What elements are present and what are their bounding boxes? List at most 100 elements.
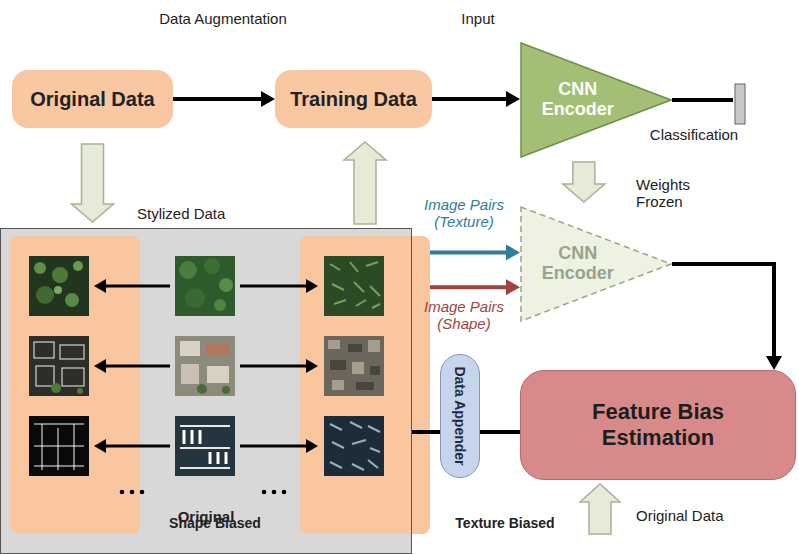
arrow-head <box>506 279 520 295</box>
stylize-arrows-part <box>306 359 318 373</box>
vegetation-shape-image-part <box>65 293 79 307</box>
buildings-original-image-part <box>206 343 230 356</box>
buildings-texture-image-part <box>328 340 340 349</box>
harbor-original-image <box>175 416 235 476</box>
buildings-texture-image-part <box>352 362 364 374</box>
classification-output-part <box>735 84 745 124</box>
ellipsis-dots-part <box>282 490 287 495</box>
connector <box>344 142 386 224</box>
harbor-original-image-part <box>175 416 235 476</box>
arrow-head <box>506 91 520 107</box>
vegetation-shape-image-part <box>36 286 54 304</box>
node-label: Original Data <box>30 88 154 111</box>
vegetation-shape-image-part <box>34 262 46 274</box>
triangle-text-area: CNN Encoder <box>526 206 629 322</box>
texture-biased-band: Texture Biased <box>300 236 430 534</box>
buildings-original-image-part <box>197 384 207 394</box>
edge-label: Stylized Data <box>137 205 257 222</box>
buildings-shape-image-part <box>77 388 83 394</box>
vegetation-texture-image-part <box>324 256 384 316</box>
connector-line <box>480 430 520 434</box>
arrow-head <box>261 91 275 107</box>
connector <box>72 144 114 222</box>
data-box: Training Data <box>275 70 432 128</box>
buildings-shape-image-part <box>51 383 61 393</box>
connector <box>430 244 520 260</box>
appender-pill: Data Appender <box>440 354 480 478</box>
node-label: CNN Encoder <box>526 80 629 120</box>
connector-line <box>430 250 506 254</box>
triangle-shape <box>521 207 671 321</box>
buildings-texture-image-part <box>332 380 344 390</box>
triangle-text-area: CNN Encoder <box>526 42 629 158</box>
node-label: Data Appender <box>452 366 468 465</box>
node-label: Texture Biased <box>450 515 560 531</box>
stylize-arrows <box>94 279 318 453</box>
vegetation-shape-image <box>29 256 89 316</box>
vegetation-original-image-part <box>185 288 205 308</box>
vegetation-original-image <box>175 256 235 316</box>
edge-label: Weights Frozen <box>636 176 708 210</box>
harbor-original-image-part <box>180 426 230 468</box>
buildings-texture-image-part <box>348 344 362 352</box>
estimation-box: Feature Bias Estimation <box>520 370 796 480</box>
ellipsis-dots-part <box>140 490 145 495</box>
connector-line <box>173 97 261 101</box>
buildings-shape-image-part <box>62 368 84 386</box>
harbor-original-image-part <box>184 430 226 464</box>
illustration-part <box>10 236 140 534</box>
illustration-part <box>300 236 430 534</box>
connector-line <box>412 430 440 434</box>
buildings-shape-image-part <box>36 366 54 386</box>
shape-biased-band: Shape Biased <box>10 236 140 534</box>
vegetation-shape-image-part <box>54 286 62 294</box>
connector <box>563 162 605 202</box>
buildings-texture-image-part <box>356 382 374 390</box>
vegetation-original-image-part <box>214 299 226 311</box>
stylize-arrows-part <box>94 439 106 453</box>
harbor-texture-image-part <box>330 422 380 470</box>
ellipsis-dots-part <box>272 490 277 495</box>
vegetation-texture-image-part <box>330 262 380 308</box>
buildings-texture-image-part <box>324 336 384 396</box>
buildings-shape-image-part <box>29 336 89 396</box>
buildings-original-image-part <box>180 341 200 356</box>
connector <box>432 91 520 107</box>
buildings-texture-image-part <box>330 360 346 370</box>
edge-label: Input <box>438 10 518 27</box>
classification-output-part <box>672 98 733 102</box>
connector <box>480 432 520 433</box>
ellipsis-dots-part <box>262 490 267 495</box>
block-arrow <box>72 144 114 222</box>
harbor-shape-image-part <box>29 416 89 476</box>
connector-line <box>672 264 774 356</box>
data-box: Original Data <box>12 70 173 128</box>
ellipsis-dots-part <box>120 490 125 495</box>
node-label: CNN Encoder <box>526 244 629 284</box>
buildings-texture-image-part <box>370 366 380 375</box>
harbor-shape-image-part <box>34 424 84 470</box>
stylize-arrows-part <box>306 439 318 453</box>
vegetation-original-image-part <box>219 278 233 292</box>
block-arrow <box>563 162 605 202</box>
vegetation-texture-image <box>324 256 384 316</box>
frozen-encoder-triangle: CNN Encoder <box>520 206 672 322</box>
buildings-original-image-part <box>181 364 199 384</box>
edge-label: Image Pairs (Texture) <box>416 196 512 230</box>
stylize-arrows-part <box>94 359 106 373</box>
harbor-shape-image <box>29 416 89 476</box>
buildings-shape-image-part <box>60 345 84 359</box>
vegetation-shape-image-part <box>73 261 83 271</box>
connector <box>173 91 275 107</box>
node-label: Shape Biased <box>160 515 270 531</box>
buildings-original-image-part <box>207 366 229 383</box>
connector <box>430 279 520 295</box>
connector <box>672 264 782 370</box>
stylize-arrows-part <box>104 286 308 446</box>
annotation-label: Classification <box>636 126 752 143</box>
edge-label: Data Augmentation <box>128 10 318 27</box>
classification-output <box>672 84 745 124</box>
ellipsis-dots-part <box>130 490 135 495</box>
